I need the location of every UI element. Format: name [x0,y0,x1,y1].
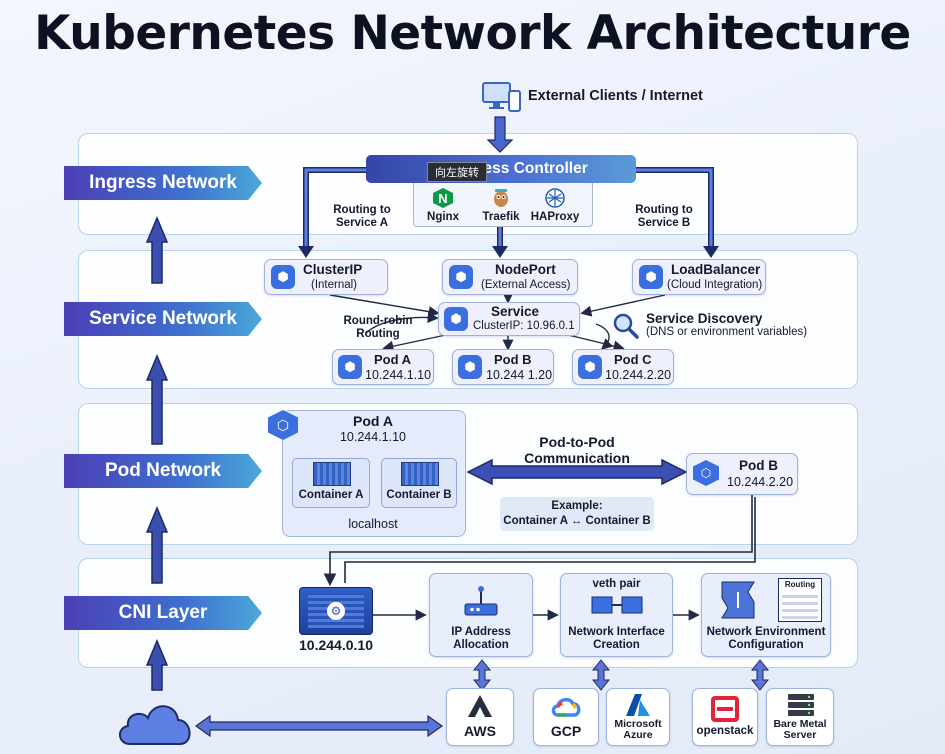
kubernetes-icon: ⬡ [268,410,298,440]
loadbalancer-sub: (Cloud Integration) [667,279,763,291]
clusterip-sub: (Internal) [311,279,358,291]
veth-pair-label: veth pair [592,578,641,590]
openstack-icon [711,696,739,722]
service-pod-a-ip: 10.244.1.10 [365,368,432,382]
routing-table-label: Routing [784,580,816,589]
service-pod-a-name: Pod A [374,352,412,367]
router-icon [462,582,500,620]
provider-gcp-label: GCP [550,723,582,739]
kubernetes-icon: ⬡ [693,460,719,486]
routing-service-a-label: Routing to Service A [333,204,391,229]
service-pod-a[interactable]: ⬢ Pod A 10.244.1.10 [332,349,434,385]
cloud-icon [114,694,196,748]
interface-creation-label: Network Interface Creation [568,626,665,651]
environment-config-label: Network Environment Configuration [706,626,826,651]
tag-ingress-network: Ingress Network [64,166,262,200]
ip-allocation-step[interactable]: IP Address Allocation [429,573,533,657]
loadbalancer-name: LoadBalancer [671,262,761,277]
clusterip-name: ClusterIP [303,262,363,277]
container-a[interactable]: Container A [292,458,370,508]
ingress-controller-bar[interactable]: Ingress Controller [366,155,636,183]
pod-a-ip: 10.244.1.10 [339,430,407,444]
clusterip-card[interactable]: ⬢ ClusterIP (Internal) [264,259,388,295]
container-a-label: Container A [298,489,364,501]
kubernetes-icon: ⬢ [271,265,295,289]
service-core-name: Service [491,304,540,319]
kubernetes-icon: ⬢ [444,307,468,331]
page-title: Kubernetes Network Architecture [34,6,911,61]
loadbalancer-card[interactable]: ⬢ LoadBalancer (Cloud Integration) [632,259,766,295]
service-core-card[interactable]: ⬢ Service ClusterIP: 10.96.0.1 [438,302,580,336]
service-pod-b-name: Pod B [494,352,532,367]
service-discovery-sub: (DNS or environment variables) [646,326,808,338]
traefik-icon [491,188,511,208]
provider-bare-metal-label: Bare Metal Server [773,718,827,741]
example-title: Example: [551,500,603,512]
tool-nginx: Nginx [427,211,459,223]
service-core-ip: ClusterIP: 10.96.0.1 [473,320,575,332]
network-config-icon [720,580,756,620]
node-ip-label: 10.244.0.10 [299,637,373,653]
example-box: Example: Container A ↔ Container B [500,497,654,531]
provider-aws[interactable]: AWS [446,688,514,746]
server-rack-icon [787,693,815,717]
environment-config-step[interactable]: Routing Network Environment Configuratio… [701,573,831,657]
pod-b-card[interactable]: ⬡ Pod B 10.244.2.20 [686,453,798,495]
provider-gcp[interactable]: GCP [533,688,599,746]
provider-openstack-label: openstack [696,725,754,737]
container-b[interactable]: Container B [381,458,457,508]
provider-azure-label: Microsoft Azure [614,718,662,741]
pod-b-name: Pod B [739,458,778,473]
provider-openstack[interactable]: openstack [692,688,758,746]
localhost-label: localhost [348,517,398,531]
haproxy-icon [545,188,565,208]
kubernetes-icon: ⬢ [458,355,482,379]
pod-a-name: Pod A [353,413,393,429]
tool-haproxy: HAProxy [530,211,580,223]
pod-to-pod-label: Pod-to-Pod Communication [524,434,630,466]
tag-cni-layer: CNI Layer [64,596,262,630]
veth-pair-icon [591,594,643,616]
gcp-icon [550,695,582,719]
ingress-controller-label: Ingress Controller [454,160,588,177]
interface-creation-step[interactable]: veth pair Network Interface Creation [560,573,673,657]
service-pod-c-ip: 10.244.2.20 [605,368,672,382]
service-pod-b-ip: 10.244 1.20 [486,368,553,382]
external-clients-label: External Clients / Internet [528,88,703,104]
container-b-label: Container B [386,489,452,501]
nodeport-card[interactable]: ⬢ NodePort (External Access) [442,259,578,295]
container-icon [313,462,351,486]
tag-service-network: Service Network [64,302,262,336]
provider-aws-label: AWS [464,723,496,739]
provider-bare-metal[interactable]: Bare Metal Server [766,688,834,746]
routing-service-b-label: Routing to Service B [635,204,693,229]
service-discovery-title: Service Discovery [646,311,763,326]
service-pod-c[interactable]: ⬢ Pod C 10.244.2.20 [572,349,674,385]
azure-icon [625,693,651,717]
tool-traefik: Traefik [482,211,520,223]
nodeport-name: NodePort [495,262,556,277]
monitor-icon [482,82,522,114]
aws-icon [465,693,495,719]
nodeport-sub: (External Access) [481,279,571,291]
tag-pod-network: Pod Network [64,454,262,488]
service-pod-b[interactable]: ⬢ Pod B 10.244 1.20 [452,349,554,385]
rotate-left-tooltip: 向左旋转 [427,162,487,182]
routing-table-icon: Routing [778,578,822,622]
kubernetes-icon: ⬢ [639,265,663,289]
example-body: Container A ↔ Container B [503,515,651,527]
service-pod-c-name: Pod C [614,352,652,367]
round-robin-label: Round-robin Routing [343,315,413,340]
nginx-icon: N [433,188,453,208]
ip-allocation-label: IP Address Allocation [451,626,511,651]
pod-b-ip: 10.244.2.20 [727,475,794,489]
container-icon [401,462,439,486]
kubernetes-icon: ⬢ [338,355,362,379]
provider-azure[interactable]: Microsoft Azure [606,688,670,746]
magnifier-icon [612,312,640,340]
kubernetes-icon: ⬢ [578,355,602,379]
kubernetes-icon: ⬢ [449,265,473,289]
node-server-icon: ⚙ [299,587,373,635]
